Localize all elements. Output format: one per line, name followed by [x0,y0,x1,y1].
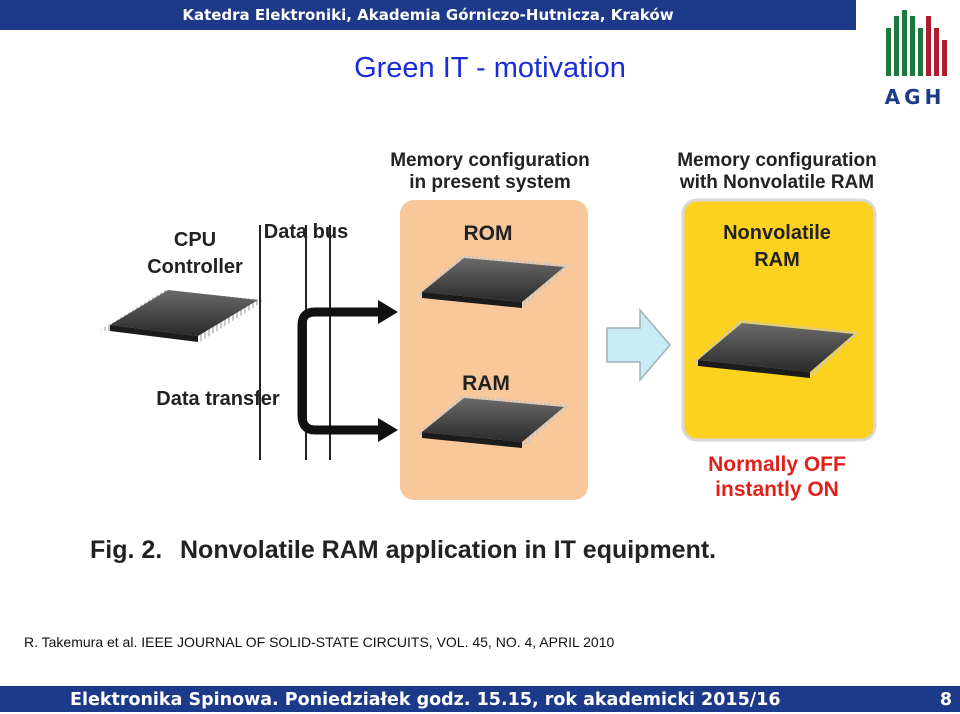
normally-off-line2: instantly ON [715,478,839,501]
nv-title-line2: with Nonvolatile RAM [679,172,874,193]
agh-logo: AGH [885,10,947,109]
present-system-box [400,200,588,500]
footer-course: Elektronika Spinowa. Poniedziałek godz. … [70,690,781,710]
nvram-system-box [681,198,877,442]
footer-bar [0,686,960,712]
cpu-chip [100,290,265,342]
nv-title-line1: Memory configuration [677,150,877,171]
ram-chip [416,395,570,448]
transition-arrow [606,307,671,383]
data-transfer-arrow-rom [297,307,380,365]
data-transfer-arrow-ram [297,360,380,435]
agh-logo-text: AGH [885,85,946,109]
arrowhead-rom [378,300,398,324]
figure-caption-prefix: Fig. 2. [90,536,162,564]
page-number: 8 [939,690,952,710]
present-title-line1: Memory configuration [390,150,590,171]
cpu-label-line1: CPU [174,229,216,251]
cpu-label-line2: Controller [147,256,243,278]
header-bar [0,0,856,30]
citation: R. Takemura et al. IEEE JOURNAL OF SOLID… [24,634,615,650]
agh-logo-bars [886,10,947,76]
slide-title: Green IT - motivation [354,52,626,84]
nvram-label-line2: RAM [754,249,800,271]
rom-label: ROM [464,222,513,245]
nvram-chip [692,320,860,378]
rom-chip [416,255,570,308]
present-title-line2: in present system [409,172,571,193]
arrowhead-ram [378,418,398,442]
figure-caption-text: Nonvolatile RAM application in IT equipm… [180,536,716,564]
nvram-diagram: Memory configuration in present system M… [90,150,877,564]
ram-label: RAM [462,372,510,395]
institution-name: Katedra Elektroniki, Akademia Górniczo-H… [182,6,674,24]
data-transfer-label: Data transfer [156,388,280,410]
normally-off-line1: Normally OFF [708,453,846,476]
nvram-label-line1: Nonvolatile [723,222,831,244]
